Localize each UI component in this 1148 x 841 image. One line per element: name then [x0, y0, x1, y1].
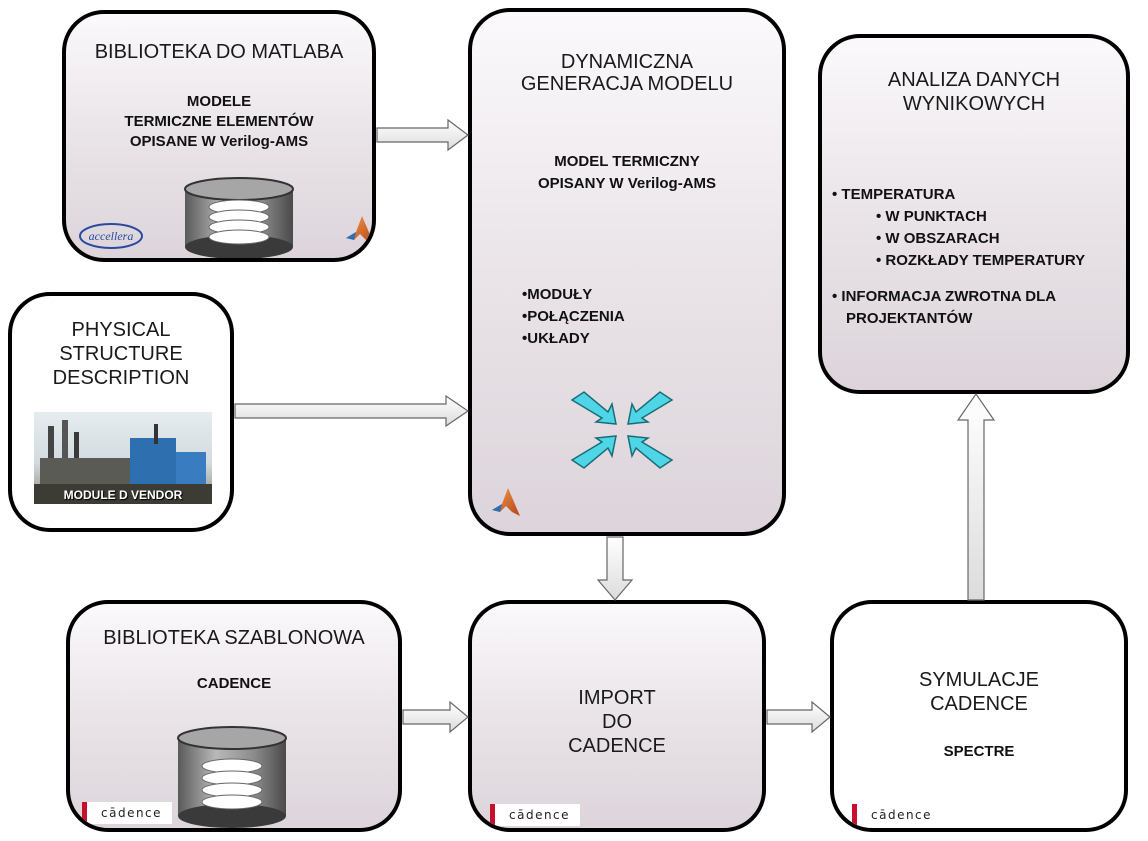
cadence-logo-bar — [490, 804, 495, 826]
dynamic-title-line1: DYNAMICZNA — [560, 51, 694, 73]
analysis-sub-points: • W PUNKTACH — [876, 208, 987, 225]
simulation-box: SYMULACJE CADENCE SPECTRE cādence — [830, 600, 1128, 832]
dynamic-item-modules: •MODUŁY — [522, 286, 593, 303]
module-vendor-caption: MODULE D VENDOR — [63, 488, 183, 502]
physical-structure-box: PHYSICAL STRUCTURE DESCRIPTION MODULE D … — [8, 292, 234, 532]
analysis-title-line1: ANALIZA DANYCH — [887, 69, 1061, 91]
dynamic-title-line2: GENERACJA MODELU — [520, 73, 734, 95]
cadence-logo: cādence — [82, 802, 172, 824]
dynamic-item-connections: •POŁĄCZENIA — [522, 308, 625, 325]
cadence-logo-text: cādence — [509, 808, 571, 822]
database-icon — [177, 726, 287, 828]
import-box: IMPORT DO CADENCE cādence — [468, 600, 766, 832]
analysis-bullets: • TEMPERATURA • W PUNKTACH • W OBSZARACH… — [832, 184, 1085, 330]
analysis-sub-distributions: • ROZKŁADY TEMPERATURY — [876, 252, 1086, 269]
simulation-line2: CADENCE — [930, 693, 1028, 715]
factory-illustration — [34, 420, 212, 504]
simulation-line1: SYMULACJE — [918, 669, 1040, 691]
accellera-logo-icon: accellera — [79, 223, 143, 249]
cadence-logo-text: cādence — [101, 806, 163, 820]
dynamic-item-systems: •UKŁADY — [522, 330, 590, 347]
physical-line3: DESCRIPTION — [52, 367, 190, 389]
analysis-bullet-feedback: • INFORMACJA ZWROTNA DLA — [832, 288, 1057, 305]
import-line1: IMPORT — [578, 687, 656, 709]
cadence-logo: cādence — [852, 804, 942, 826]
matlab-library-box: BIBLIOTEKA DO MATLABA MODELE TERMICZNE E… — [62, 10, 376, 262]
cadence-logo-bar — [852, 804, 857, 826]
arrow-physical-to-dynamic — [234, 394, 470, 428]
dynamic-generation-box: DYNAMICZNA GENERACJA MODELU MODEL TERMIC… — [468, 8, 786, 536]
analysis-title-line2: WYNIKOWYCH — [902, 93, 1046, 115]
matlab-library-line1: MODELE — [186, 93, 252, 110]
import-line3: CADENCE — [568, 735, 666, 757]
dynamic-model-line1: MODEL TERMICZNY — [554, 153, 700, 170]
converging-arrows-icon — [570, 391, 674, 469]
dynamic-items-list: •MODUŁY •POŁĄCZENIA •UKŁADY — [522, 284, 625, 350]
matlab-logo-icon — [346, 216, 372, 243]
template-library-box: BIBLIOTEKA SZABLONOWA CADENCE cādence — [66, 600, 402, 832]
physical-line2: STRUCTURE — [59, 343, 183, 365]
accellera-logo-text: accellera — [89, 229, 134, 243]
simulation-sub: SPECTRE — [943, 743, 1015, 760]
template-library-sub: CADENCE — [196, 675, 272, 692]
arrow-matlab-to-dynamic — [376, 118, 469, 152]
cadence-logo-bar — [82, 802, 87, 824]
arrow-import-to-simulation — [766, 700, 831, 734]
module-vendor-photo: MODULE D VENDOR — [34, 412, 212, 504]
physical-line1: PHYSICAL — [71, 319, 171, 341]
analysis-sub-areas: • W OBSZARACH — [876, 230, 1000, 247]
matlab-logo-icon — [492, 488, 520, 516]
matlab-library-line3: OPISANE W Verilog-AMS — [129, 133, 309, 150]
analysis-box: ANALIZA DANYCH WYNIKOWYCH • TEMPERATURA … — [818, 34, 1130, 394]
cadence-logo-text: cādence — [871, 808, 933, 822]
analysis-bullet-feedback-cont: PROJEKTANTÓW — [846, 310, 973, 327]
arrow-simulation-to-analysis — [956, 392, 996, 601]
matlab-library-line2: TERMICZNE ELEMENTÓW — [124, 113, 314, 130]
analysis-bullet-temperature: • TEMPERATURA — [832, 186, 956, 203]
template-library-title: BIBLIOTEKA SZABLONOWA — [103, 627, 365, 649]
cadence-logo: cādence — [490, 804, 580, 826]
dynamic-model-line2: OPISANY W Verilog-AMS — [537, 175, 717, 192]
matlab-library-title: BIBLIOTEKA DO MATLABA — [94, 41, 344, 63]
arrow-dynamic-to-import — [596, 536, 634, 601]
arrow-template-to-import — [402, 700, 469, 734]
import-line2: DO — [602, 711, 632, 733]
database-icon — [184, 177, 294, 258]
